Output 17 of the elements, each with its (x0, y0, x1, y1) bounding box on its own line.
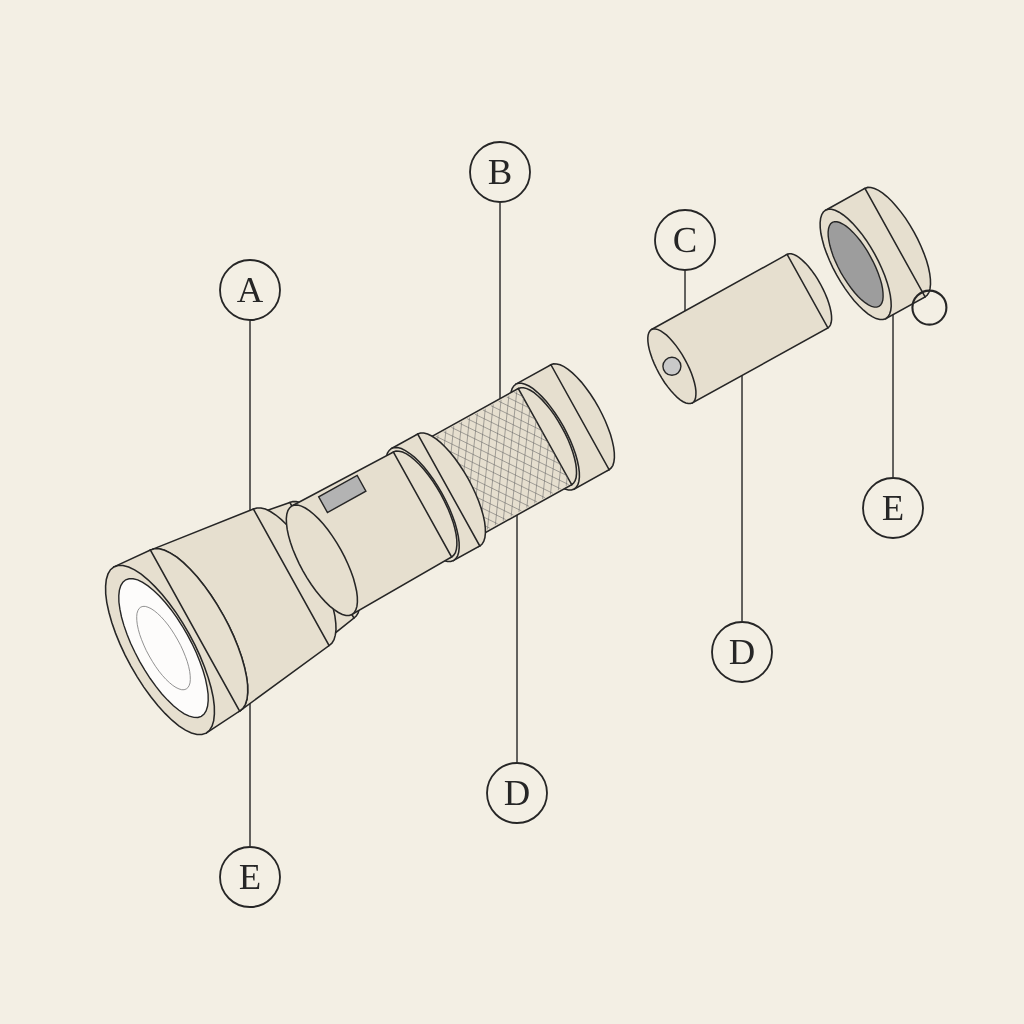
leader-line (892, 313, 894, 478)
callout-number: D (711, 621, 773, 683)
leader-line (249, 320, 251, 512)
leader-line (249, 702, 251, 847)
leader-line (499, 202, 501, 400)
battery-drawing (647, 252, 833, 405)
leader-line (516, 514, 518, 763)
flashlight-body-drawing (285, 363, 616, 617)
leader-line (684, 270, 686, 312)
leader-line (741, 374, 743, 622)
callout-number: B (469, 141, 531, 203)
callout-number: D (486, 762, 548, 824)
callout-number: C (654, 209, 716, 271)
callout-number: E (862, 477, 924, 539)
tail-cap-drawing (819, 186, 948, 326)
callout-number: A (219, 259, 281, 321)
callout-number: E (219, 846, 281, 908)
